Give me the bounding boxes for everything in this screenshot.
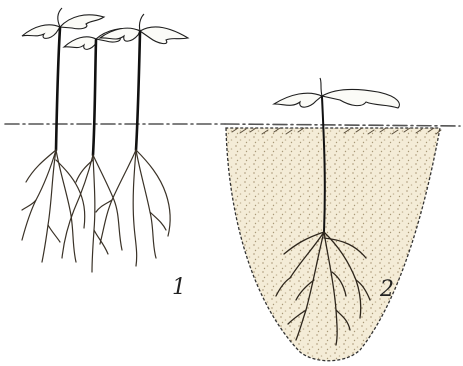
ground-line-right	[225, 124, 460, 126]
seedling-group-1	[22, 8, 188, 272]
seedling-1b-stem	[93, 40, 96, 155]
seedling-1a-leaves	[22, 8, 104, 38]
soil-pit-texture	[226, 128, 440, 361]
seedling-group-1-roots	[22, 150, 170, 272]
seedling-2-leaves	[274, 78, 399, 108]
seedling-1a-stem	[56, 28, 60, 150]
seedling-group-2	[226, 78, 441, 361]
seedling-1c-leaves	[100, 14, 188, 44]
figure-2-label: 2	[379, 277, 394, 302]
seedling-1c-stem	[136, 32, 140, 150]
figure-1-label: 1	[172, 275, 186, 300]
